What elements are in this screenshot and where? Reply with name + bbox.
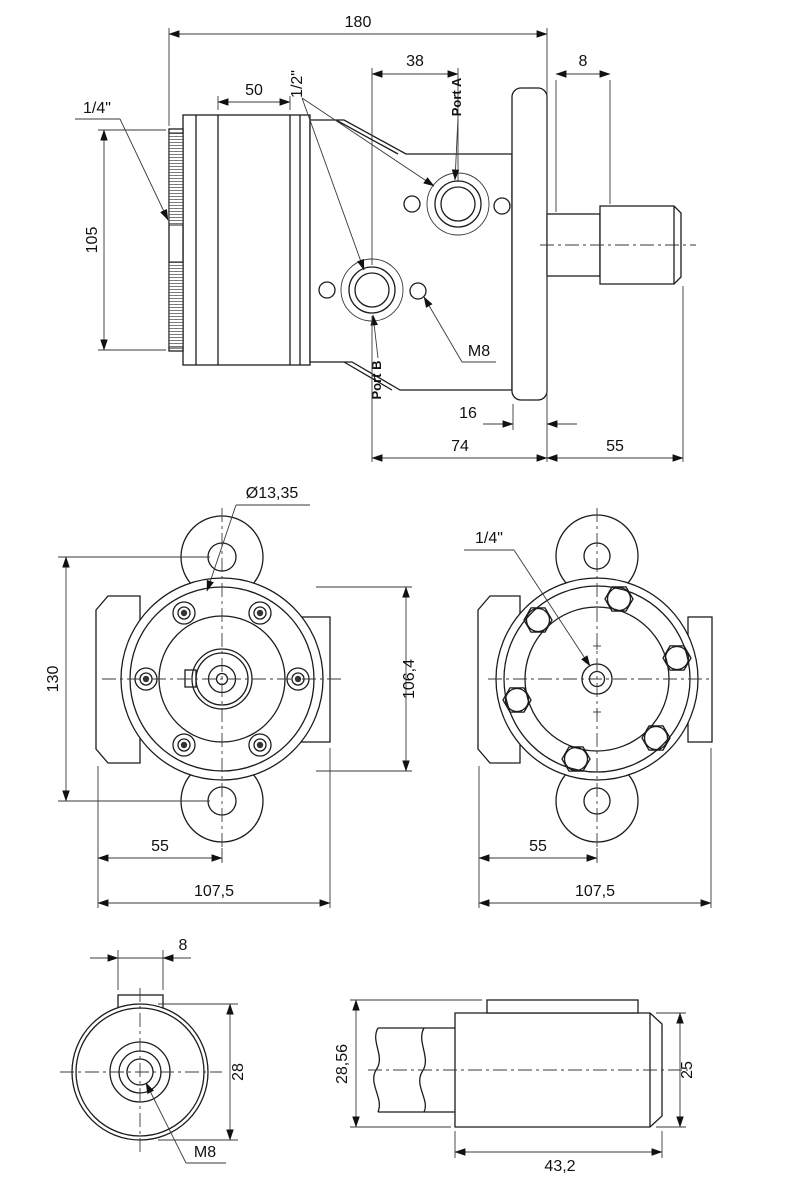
- dim-flange-width: 107,5: [194, 883, 234, 900]
- flange-plate: [511, 87, 548, 401]
- drain-thread-label: 1/4": [475, 530, 503, 547]
- dim-key-width: 8: [179, 937, 188, 954]
- dim-flange-width: 107,5: [575, 883, 615, 900]
- dim-overall-length: 180: [345, 14, 372, 31]
- port-thread-label: 1/2": [289, 70, 306, 98]
- break-line: [419, 1027, 427, 1113]
- dim-pilot-dia: 106,4: [401, 659, 418, 699]
- dim-height-over-key: 28,56: [334, 1044, 351, 1084]
- drain-thread-label: 1/4": [83, 100, 111, 117]
- front-view: Ø13,35 130 106,4 55 107,5: [45, 485, 418, 908]
- shaft-view-dimensions: 28,56 25 43,2: [334, 999, 696, 1175]
- side-view-dimensions: 180 38 8 50 1/2" 1/4": [75, 14, 684, 462]
- dim-center-offset: 55: [151, 838, 169, 855]
- dim-shaft-dia: 25: [679, 1061, 696, 1079]
- port-a-bolt-hole-left: [403, 195, 421, 213]
- bolt-thread-label: M8: [468, 343, 490, 360]
- port-b-bolt-hole-left: [318, 281, 336, 299]
- port-a-label: Port A: [449, 77, 464, 116]
- shaft-side-view: 28,56 25 43,2: [334, 999, 696, 1175]
- rear-view-dimensions: 1/4" 55 107,5: [464, 530, 712, 908]
- port-a-bolt-hole-right: [493, 197, 511, 215]
- knurl-bottom: [168, 261, 184, 349]
- port-b-bolt-hole-right: [409, 282, 427, 300]
- dim-shaft-length: 55: [606, 438, 624, 455]
- dim-flange-thickness: 16: [459, 405, 477, 422]
- dim-shaft-dia: 28: [230, 1063, 247, 1081]
- dim-body-height: 105: [84, 227, 101, 254]
- dim-key-length: 43,2: [544, 1158, 575, 1175]
- key: [486, 999, 639, 1014]
- dim-body-section: 50: [245, 82, 263, 99]
- front-view-dimensions: Ø13,35 130 106,4 55 107,5: [45, 485, 418, 908]
- dim-port-to-flange: 74: [451, 438, 469, 455]
- end-view-dimensions: 8 28 M8: [90, 937, 247, 1164]
- m8-thread-label: M8: [194, 1144, 216, 1161]
- rear-view: 1/4" 55 107,5: [464, 508, 713, 908]
- port-b-circle: [348, 266, 396, 314]
- hex-bolt-pattern: [502, 586, 692, 772]
- dim-port-spacing: 38: [406, 53, 424, 70]
- side-view: 180 38 8 50 1/2" 1/4": [75, 14, 696, 462]
- body-behind-left: [95, 595, 141, 764]
- port-b-label: Port B: [369, 361, 384, 400]
- dim-shaft-step: 8: [579, 53, 588, 70]
- shaft-end-view: 8 28 M8: [60, 937, 247, 1164]
- dim-ear-hole-dia: Ø13,35: [246, 485, 299, 502]
- dim-hole-spacing: 130: [45, 666, 62, 693]
- dim-center-offset: 55: [529, 838, 547, 855]
- knurl-top: [168, 132, 184, 226]
- motor-body: [182, 114, 311, 366]
